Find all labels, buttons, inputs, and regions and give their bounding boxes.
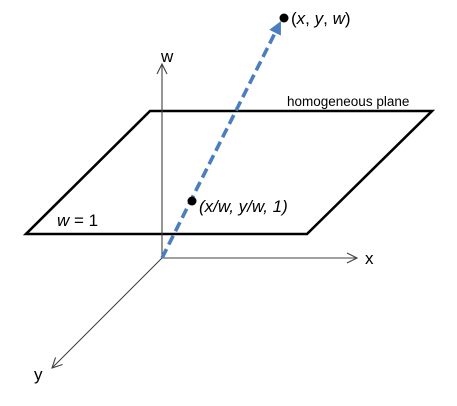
plane-equation-label: w = 1 <box>57 211 98 230</box>
point-xyw-v2: y <box>314 9 325 28</box>
point-xyw <box>279 13 289 23</box>
point-projected-label: (x/w, y/w, 1) <box>199 197 288 216</box>
point-xyw-sep2: , <box>323 9 332 28</box>
point-xyw-v1: x <box>296 9 306 28</box>
point-xyw-close: ) <box>345 9 351 28</box>
point-xyw-open: ( <box>291 9 297 28</box>
plane-equation-rest: = 1 <box>69 211 98 230</box>
projection-ray <box>160 21 281 259</box>
plane-name-label: homogeneous plane <box>287 94 409 109</box>
y-axis <box>52 257 163 368</box>
plane-equation-var: w <box>57 211 71 230</box>
point-xyw-v3: w <box>333 9 347 28</box>
point-xyw-sep1: , <box>305 9 314 28</box>
y-axis-label: y <box>34 365 43 384</box>
w-axis-label: w <box>160 47 174 66</box>
x-axis-label: x <box>365 249 374 268</box>
homogeneous-plane <box>22 109 436 236</box>
point-projected <box>187 196 197 206</box>
point-xyw-label: (x, y, w) <box>291 9 351 28</box>
